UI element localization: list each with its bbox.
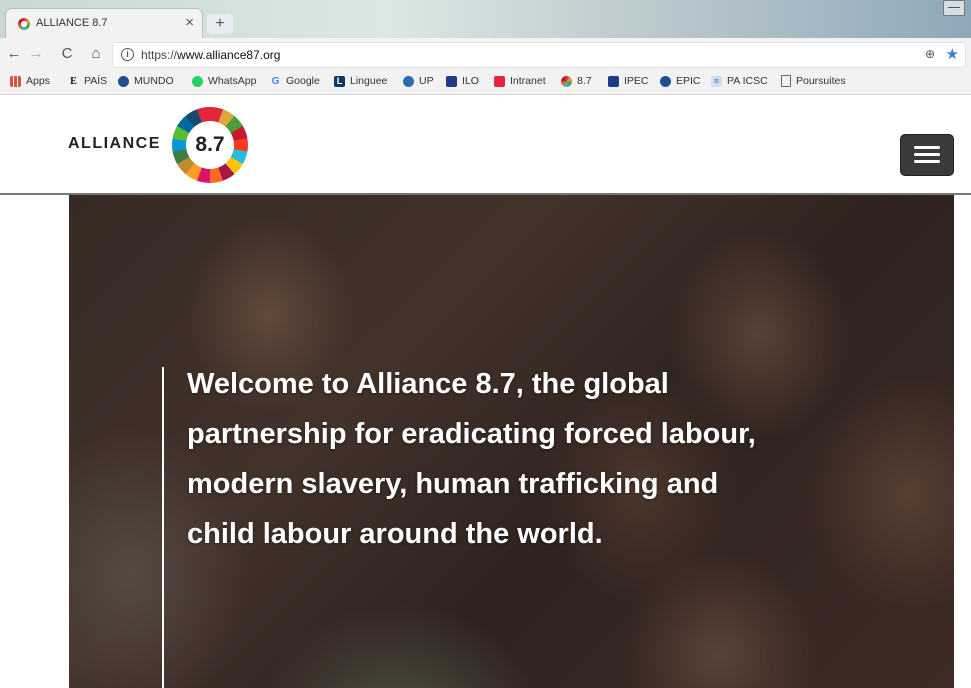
bookmark-label: EPIC bbox=[676, 75, 701, 87]
sdg-wheel-logo-icon[interactable]: 8.7 bbox=[172, 107, 248, 183]
forward-arrow-icon[interactable]: → bbox=[28, 45, 44, 62]
intranet-icon bbox=[494, 75, 505, 87]
document-icon bbox=[781, 75, 791, 87]
ipec-icon bbox=[608, 75, 619, 87]
bookmark-ilo[interactable]: ILO bbox=[446, 75, 479, 87]
zoom-icon[interactable]: ⊕ bbox=[924, 47, 935, 61]
bookmark-intranet[interactable]: Intranet bbox=[494, 75, 546, 87]
sdg-wheel-favicon-icon bbox=[18, 18, 30, 30]
bookmark-label: MUNDO bbox=[134, 75, 174, 87]
google-icon: G bbox=[271, 75, 280, 87]
url-scheme: https:// bbox=[141, 48, 178, 62]
menu-bar-icon bbox=[914, 146, 940, 149]
url-host: www.alliance87.org bbox=[177, 48, 281, 62]
logo-text[interactable]: ALLIANCE bbox=[68, 135, 161, 152]
bookmark-label: WhatsApp bbox=[208, 75, 257, 87]
site-header: ALLIANCE 8.7 bbox=[0, 95, 971, 195]
minimize-window-icon[interactable] bbox=[943, 0, 965, 16]
hero-banner: Welcome to Alliance 8.7, the global part… bbox=[69, 195, 954, 688]
sdg-wheel-icon bbox=[561, 75, 572, 87]
bookmark-label: ILO bbox=[462, 75, 479, 87]
linguee-icon: L bbox=[334, 75, 345, 87]
bookmark-mundo[interactable]: MUNDO bbox=[118, 75, 174, 87]
bookmark-label: PAÍS bbox=[84, 75, 108, 87]
menu-bar-icon bbox=[914, 160, 940, 163]
apps-grid-icon bbox=[10, 75, 21, 87]
bookmarks-bar: Apps E PAÍS MUNDO WhatsApp G Google L Lingu… bbox=[0, 70, 971, 95]
epic-icon bbox=[660, 75, 671, 87]
tab-close-icon[interactable]: × bbox=[185, 14, 194, 31]
globe-icon bbox=[118, 75, 129, 87]
whatsapp-icon bbox=[192, 75, 203, 87]
home-icon[interactable]: ⌂ bbox=[91, 45, 101, 62]
bookmark-label: UP bbox=[419, 75, 434, 87]
hamburger-menu-button[interactable] bbox=[900, 134, 954, 176]
bookmark-up[interactable]: UP bbox=[403, 75, 434, 87]
hero-divider-line bbox=[162, 367, 164, 688]
browser-tab[interactable]: ALLIANCE 8.7 × bbox=[6, 9, 202, 38]
bookmark-star-icon[interactable]: ★ bbox=[945, 46, 959, 63]
bookmark-pa-icsc[interactable]: ≋ PA ICSC bbox=[711, 75, 768, 87]
site-info-icon[interactable]: i bbox=[121, 48, 134, 61]
ilo-icon bbox=[446, 75, 457, 87]
bookmark-pais[interactable]: E PAÍS bbox=[68, 75, 107, 87]
tab-title: ALLIANCE 8.7 bbox=[36, 17, 108, 29]
el-pais-icon: E bbox=[70, 75, 77, 87]
bookmark-epic[interactable]: EPIC bbox=[660, 75, 701, 87]
bookmark-87[interactable]: 8.7 bbox=[561, 75, 592, 87]
back-arrow-icon[interactable]: ← bbox=[6, 45, 22, 62]
bookmark-label: PA ICSC bbox=[727, 75, 768, 87]
address-bar[interactable]: i https://www.alliance87.org ⊕ ★ bbox=[112, 42, 966, 68]
bookmark-label: Poursuites bbox=[796, 75, 846, 87]
url-text: https://www.alliance87.org bbox=[141, 48, 280, 62]
bookmark-apps[interactable]: Apps bbox=[10, 75, 50, 87]
new-tab-button[interactable]: + bbox=[207, 14, 233, 34]
bookmark-google[interactable]: G Google bbox=[270, 75, 320, 87]
browser-toolbar: ← → C ⌂ i https://www.alliance87.org ⊕ ★ bbox=[0, 38, 971, 70]
bookmark-label: IPEC bbox=[624, 75, 649, 87]
bookmark-label: Linguee bbox=[350, 75, 388, 87]
hero-welcome-text: Welcome to Alliance 8.7, the global part… bbox=[187, 368, 756, 550]
up-icon bbox=[403, 75, 414, 87]
bookmark-label: Google bbox=[286, 75, 320, 87]
bookmark-label: Apps bbox=[26, 75, 50, 87]
logo-number: 8.7 bbox=[195, 133, 225, 156]
bookmark-linguee[interactable]: L Linguee bbox=[334, 75, 387, 87]
browser-tabstrip: ALLIANCE 8.7 × + bbox=[0, 0, 971, 38]
bookmark-poursuites[interactable]: Poursuites bbox=[781, 75, 846, 87]
bookmark-ipec[interactable]: IPEC bbox=[608, 75, 649, 87]
reload-icon[interactable]: C bbox=[61, 45, 73, 62]
bookmark-label: Intranet bbox=[510, 75, 546, 87]
icsc-icon: ≋ bbox=[711, 75, 722, 87]
menu-bar-icon bbox=[914, 153, 940, 156]
bookmark-whatsapp[interactable]: WhatsApp bbox=[192, 75, 256, 87]
bookmark-label: 8.7 bbox=[577, 75, 592, 87]
